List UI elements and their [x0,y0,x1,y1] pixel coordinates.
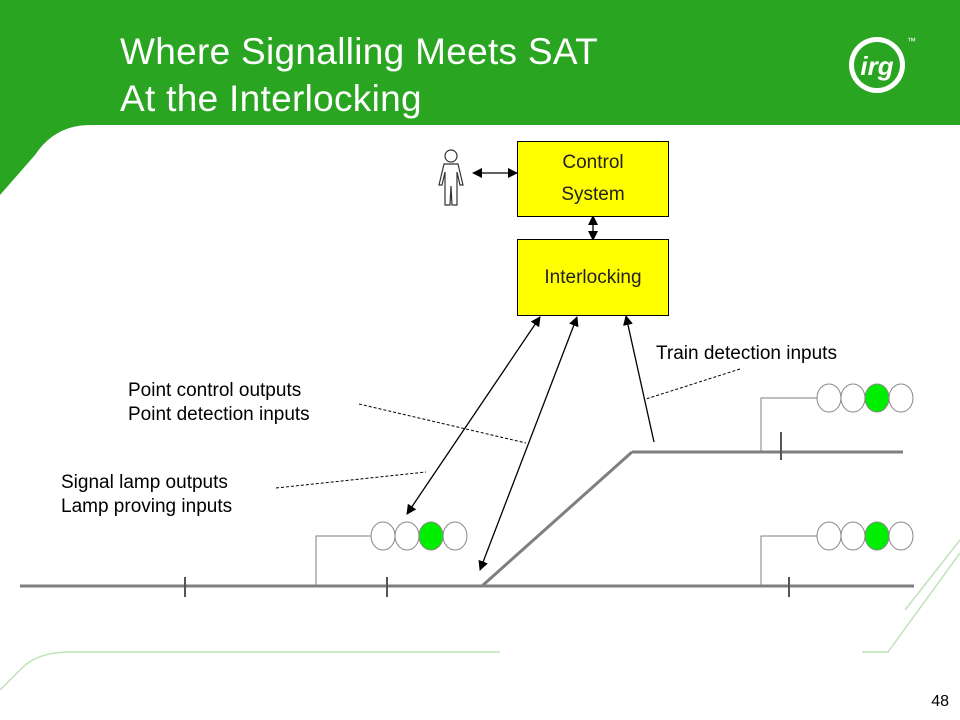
signal-upper-right [816,383,914,413]
point-control-label: Point control outputs [128,380,302,401]
irg-logo: irg ™ [849,36,916,93]
leader-train-detection [645,368,741,400]
signal-upper-right-lamp-2 [840,383,866,413]
person-icon [438,149,464,206]
decor-curve-right [862,552,960,653]
signal-lower-left [370,521,468,551]
signal-post-upper-right [760,397,817,452]
signal-label-group: Signal lamp outputs Lamp proving inputs [61,471,232,519]
signal-lower-right-lamp-1 [816,521,842,551]
title-line-2: At the Interlocking [120,78,422,119]
signal-lower-left-lamp-1 [370,521,396,551]
control-system-label-2: System [561,184,625,205]
control-system-box: Control System [517,141,669,217]
signal-lower-right-lamp-4 [888,521,914,551]
leader-signal [275,471,427,489]
arrow-signal-link [406,316,541,515]
signal-lower-left-lamp-3 [418,521,444,551]
crossover-track [481,450,633,588]
signal-lower-left-lamp-4 [442,521,468,551]
lamp-proving-label: Lamp proving inputs [61,496,233,517]
signal-lower-right-lamp-3 [864,521,890,551]
title-line-1: Where Signalling Meets SAT [120,31,599,72]
point-detection-label: Point detection inputs [128,404,310,425]
logo-text: irg [860,51,893,81]
signal-lamp-label: Signal lamp outputs [61,472,228,493]
signal-upper-right-lamp-3 [864,383,890,413]
signal-post-lower-right [760,535,817,586]
decor-curve-bottom [0,651,500,691]
signal-post-lower-left [315,535,371,586]
arrow-points-link [478,316,579,571]
header-banner [0,0,960,195]
signal-lower-right-lamp-2 [840,521,866,551]
leader-point [358,403,527,444]
decor-line-right-2 [904,539,960,611]
interlocking-box: Interlocking [517,239,669,316]
signal-upper-right-lamp-4 [888,383,914,413]
signal-upper-right-lamp-1 [816,383,842,413]
arrow-train-detection [623,315,655,443]
page-number: 48 [931,693,949,710]
point-label-group: Point control outputs Point detection in… [128,379,310,427]
train-detection-label: Train detection inputs [656,343,837,364]
signal-lower-left-lamp-2 [394,521,420,551]
slide-title: Where Signalling Meets SAT At the Interl… [120,28,598,122]
signal-lower-right [816,521,914,551]
control-system-label-1: Control [562,152,624,173]
interlocking-label: Interlocking [544,266,642,288]
logo-tm: ™ [907,36,916,46]
